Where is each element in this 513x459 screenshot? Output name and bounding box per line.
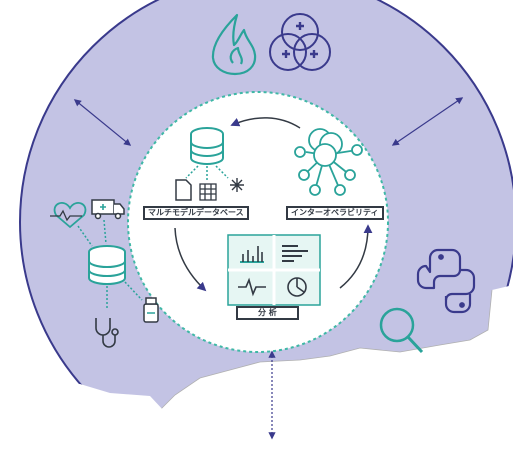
python-logo-icon	[416, 248, 476, 314]
patient-database-icon	[88, 245, 126, 285]
cycle-arrow-right	[339, 224, 373, 289]
pill-bottle-icon	[143, 297, 159, 323]
network-graph-icon	[294, 128, 363, 196]
database-icon	[190, 127, 224, 165]
connector-arrow-top-right	[391, 97, 464, 146]
paper-tear-overlay	[150, 285, 513, 455]
connector-arrow-top-left	[73, 99, 132, 146]
multimodal-database-label: マルチモデルデータベース	[143, 206, 249, 220]
analysis-tiles	[227, 234, 321, 306]
pie-chart-icon	[287, 277, 307, 297]
patient-connectors	[77, 219, 143, 310]
table-icon	[199, 183, 217, 201]
flame-icon	[211, 13, 257, 76]
magnifier-icon	[379, 307, 424, 354]
stethoscope-icon	[95, 318, 119, 348]
database-connectors	[185, 165, 229, 180]
text-lines-icon	[282, 245, 308, 262]
analysis-label: 分 析	[236, 306, 299, 320]
paper-tear-overlay-left	[0, 384, 165, 455]
heart-rate-icon	[50, 202, 87, 229]
cycle-arrow-top	[230, 117, 301, 129]
cycle-arrow-left	[174, 227, 207, 292]
document-icon	[175, 179, 192, 201]
bar-chart-icon	[240, 246, 264, 263]
medical-cross-cluster-icon	[269, 13, 331, 71]
interoperability-label: インターオペラビリティ	[286, 206, 384, 220]
snowflake-icon	[230, 178, 244, 192]
waveform-icon	[238, 277, 266, 297]
ambulance-icon	[91, 199, 125, 220]
